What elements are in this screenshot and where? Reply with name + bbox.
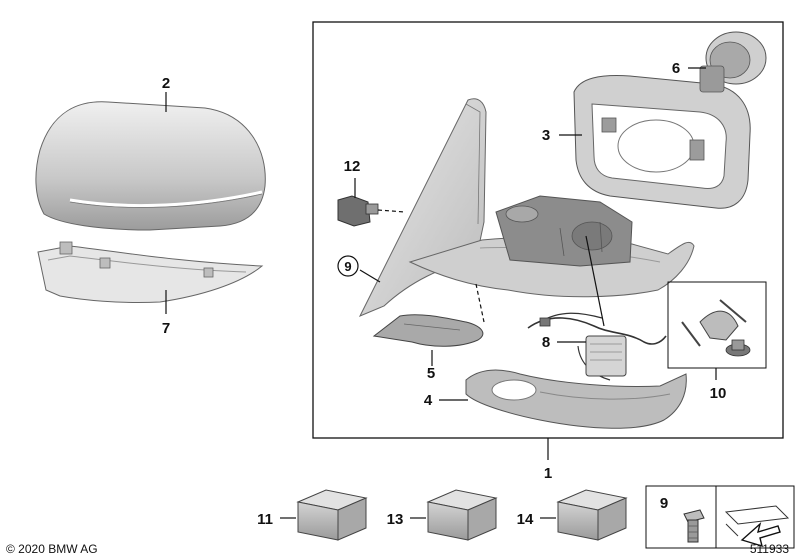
mirror-housing [408,195,695,298]
callout-10: 10 [710,385,727,402]
screw-kit-part[interactable] [681,299,751,357]
arrow-symbol-icon [724,505,790,548]
callout-12: 12 [344,158,361,175]
callout-9: 9 [344,259,351,274]
bottom-cover-part[interactable] [465,369,687,429]
callout-11: 11 [257,511,273,528]
kit-box-11[interactable] [296,489,368,541]
lower-trim-part[interactable] [372,314,484,347]
screw-part-9[interactable] [683,509,705,543]
callout-1: 1 [544,465,552,482]
copyright-text: © 2020 BMW AG [6,542,98,556]
wiring-harness-part[interactable] [527,312,667,381]
mirror-motor-part[interactable] [699,31,767,93]
kit-box-13[interactable] [426,489,498,541]
callout-8: 8 [542,334,550,351]
callout-6: 6 [672,60,680,77]
screw-kit-inset-frame [667,281,767,369]
kit-box-14[interactable] [556,489,628,541]
mirror-cap-part[interactable] [35,101,266,231]
mirror-base-glass-part[interactable] [358,98,487,317]
callout-14: 14 [517,511,534,528]
legend-callout-9: 9 [660,495,668,512]
callout-9-circle: 9 [337,255,359,277]
callout-3: 3 [542,127,550,144]
connector-clip-part[interactable] [337,195,379,227]
callout-2: 2 [162,75,170,92]
callout-5: 5 [427,365,435,382]
turn-signal-strip-part[interactable] [37,241,264,304]
callout-13: 13 [387,511,404,528]
callout-4: 4 [424,392,433,409]
callout-7: 7 [162,320,170,337]
diagram-number: 511933 [750,542,789,556]
leader-lines [165,67,717,519]
mirror-frame-part[interactable] [573,75,751,209]
legend-box [645,485,795,549]
